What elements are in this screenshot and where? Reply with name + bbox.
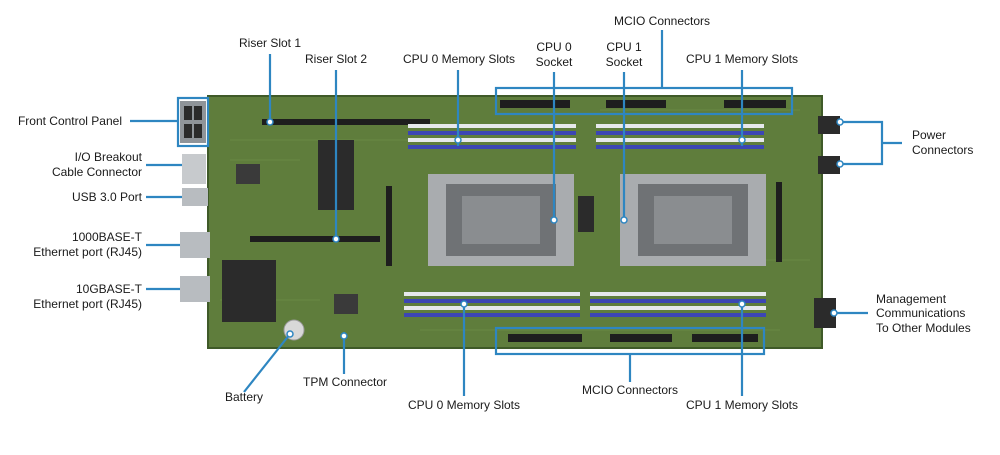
label-cpu0-memory-bottom: CPU 0 Memory Slots — [407, 398, 521, 412]
mcio-connectors-bottom — [508, 334, 758, 342]
label-power-line1: Power — [912, 128, 947, 142]
label-tpm: TPM Connector — [302, 375, 388, 389]
label-cpu1-socket-line1: CPU 1 — [606, 40, 642, 54]
vertical-connector-left — [386, 186, 392, 266]
small-heatsink — [578, 196, 594, 232]
label-io-breakout-line2: Cable Connector — [51, 165, 142, 179]
front-control-panel-connector — [180, 101, 206, 143]
label-mgmt-line2: Communications — [876, 306, 966, 320]
label-cpu1-memory-bottom: CPU 1 Memory Slots — [685, 398, 799, 412]
label-cpu0-socket-line1: CPU 0 — [536, 40, 572, 54]
usb-port — [182, 188, 208, 206]
vertical-connector-right — [776, 182, 782, 262]
label-mcio-bottom: MCIO Connectors — [581, 383, 679, 397]
mcio-connectors-top — [500, 100, 786, 108]
label-mgmt-line1: Management — [876, 292, 947, 306]
label-front-control-panel: Front Control Panel — [17, 114, 122, 128]
label-riser-slot-2: Riser Slot 2 — [304, 52, 368, 66]
chip — [236, 164, 260, 184]
ethernet-1g-port — [180, 232, 210, 258]
io-heatsink — [222, 260, 276, 322]
label-battery: Battery — [224, 390, 263, 404]
label-1000base-t-line2: Ethernet port (RJ45) — [33, 245, 142, 259]
label-10gbase-t-line2: Ethernet port (RJ45) — [33, 297, 142, 311]
ethernet-10g-port — [180, 276, 210, 302]
cpu1-socket — [620, 174, 766, 266]
tpm-chip — [334, 294, 358, 314]
label-cpu1-memory-top: CPU 1 Memory Slots — [685, 52, 799, 66]
cpu0-socket — [428, 174, 574, 266]
label-io-breakout-line1: I/O Breakout — [74, 150, 142, 164]
label-mgmt-line3: To Other Modules — [876, 321, 971, 335]
riser-slot-2 — [250, 236, 380, 242]
power-connectors — [818, 116, 840, 174]
label-cpu0-socket-line2: Socket — [535, 55, 573, 69]
label-mcio-top: MCIO Connectors — [613, 14, 711, 28]
label-power-line2: Connectors — [912, 143, 974, 157]
label-cpu0-memory-top: CPU 0 Memory Slots — [402, 52, 516, 66]
callout-dots — [266, 118, 844, 340]
cpu1-memory-slots-top — [596, 124, 764, 149]
callout-lines — [130, 30, 902, 396]
label-riser-slot-1: Riser Slot 1 — [238, 36, 302, 50]
label-1000base-t-line1: 1000BASE-T — [71, 230, 142, 244]
label-usb: USB 3.0 Port — [71, 190, 142, 204]
riser-slot-1 — [262, 119, 430, 125]
io-breakout-connector — [182, 154, 206, 184]
label-cpu1-socket-line2: Socket — [605, 55, 643, 69]
cpu1-memory-slots-bottom — [590, 292, 766, 317]
label-10gbase-t-line1: 10GBASE-T — [75, 282, 142, 296]
cpu0-memory-slots-top — [408, 124, 576, 149]
management-connector — [814, 298, 836, 328]
cpu0-memory-slots-bottom — [404, 292, 580, 317]
